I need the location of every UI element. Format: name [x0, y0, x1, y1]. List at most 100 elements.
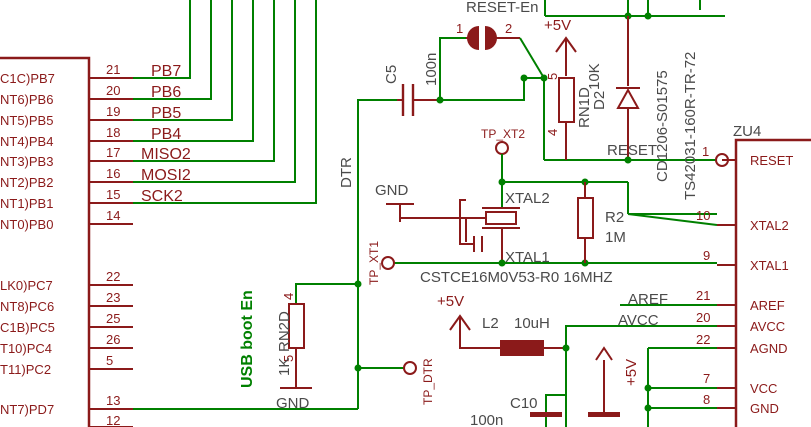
zu4-pin-name: XTAL2: [750, 218, 789, 233]
avcc-net-label: AVCC: [618, 312, 659, 329]
mcu-pin-number: 14: [106, 208, 120, 223]
zu4-pin-number: 8: [703, 392, 710, 407]
mcu-pin-number: 23: [106, 290, 120, 305]
rn1d-pin4: 4: [545, 129, 560, 136]
dtr-net-label: DTR: [338, 157, 355, 188]
zu4-part-b: TS42031-160R-TR-72: [682, 52, 699, 200]
zu4-pin-number: 9: [703, 248, 710, 263]
tp-xt2-label: TP_XT2: [481, 127, 525, 141]
mcu-pin-name: NT4)PB4: [0, 134, 53, 149]
usb-boot-label: USB boot En: [239, 290, 256, 388]
zu4-pin-name: VCC: [750, 381, 777, 396]
mcu-pin-name: NT0)PB0: [0, 217, 53, 232]
zu4-pin-name: XTAL1: [750, 258, 789, 273]
zu4-pin-name: AGND: [750, 341, 788, 356]
mcu-pin-number: 17: [106, 145, 120, 160]
rn1d-name: RN1D: [576, 87, 593, 128]
supply-right: [595, 346, 717, 427]
mcu-pin-number: 26: [106, 332, 120, 347]
mcu-pin-name: C1B)PC5: [0, 320, 55, 335]
mcu-pin-number: 12: [106, 413, 120, 427]
net-label-pb7: PB7: [151, 63, 181, 80]
mcu-pin-number: 25: [106, 311, 120, 326]
rn2d-gnd-label: GND: [276, 395, 310, 412]
mcu-pin-name: NT3)PB3: [0, 154, 53, 169]
net-label-pb4: PB4: [151, 126, 181, 143]
rn2d-pin5: 5: [281, 355, 296, 362]
r2-name: R2: [605, 209, 624, 226]
c10-value: 100n: [470, 412, 503, 427]
r2-value: 1M: [605, 229, 626, 246]
rn2d-value: 1K: [276, 358, 293, 376]
mcu-pin-name: C1C)PB7: [0, 71, 55, 86]
reset-net-label: RESET: [607, 142, 657, 159]
zu4-pin-name: GND: [750, 401, 779, 416]
zu4-name: ZU4: [733, 123, 761, 140]
mcu-pin-name: NT2)PB2: [0, 175, 53, 190]
mcu-pin-name: T10)PC4: [0, 341, 52, 356]
net-label-mosi2: MOSI2: [141, 167, 191, 184]
mcu-pin-number: 19: [106, 104, 120, 119]
rn1d-pin5: 5: [545, 73, 560, 80]
mcu-pin-name: NT5)PB5: [0, 113, 53, 128]
rn1d-value: 10K: [586, 63, 603, 90]
c10-capacitor: [530, 360, 620, 427]
supply-top: [555, 36, 577, 76]
net-label-pb5: PB5: [151, 105, 181, 122]
r2-resistor: [577, 182, 594, 263]
mcu-pin-number: 16: [106, 166, 120, 181]
mcu-pin-name: NT1)PB1: [0, 196, 53, 211]
net-label-pb6: PB6: [151, 84, 181, 101]
zu4-pin-number: 10: [696, 208, 710, 223]
crystal: [386, 178, 717, 267]
l2-supply-label: +5V: [437, 293, 464, 310]
mcu-pin-number: 15: [106, 187, 120, 202]
d2-name: D2: [591, 91, 608, 110]
mcu-pin-number: 21: [106, 62, 120, 77]
jumper-pin1: 1: [456, 21, 463, 36]
zu4-pin-number: 21: [696, 288, 710, 303]
aref-net-label: AREF: [628, 291, 668, 308]
net-label-miso2: MISO2: [141, 146, 191, 163]
c5-name: C5: [383, 65, 400, 84]
mcu-pin-number: 13: [106, 393, 120, 408]
mcu-pin-number: 20: [106, 83, 120, 98]
d2-diode: [616, 16, 640, 160]
tp-xt1: [381, 256, 395, 270]
mcu-left: C1C)PB7 NT6)PB6 NT5)PB5 NT4)PB4 NT3)PB3 …: [0, 56, 133, 427]
crystal-gnd-label: GND: [375, 182, 409, 199]
zu4-pin-number: 1: [702, 144, 709, 159]
pb-bus-wires: [133, 0, 317, 204]
mcu-pin-name: NT8)PC6: [0, 299, 54, 314]
tp-xt1-label: TP_XT1: [367, 241, 381, 285]
zu4-pin-name: AREF: [750, 298, 785, 313]
mcu-pin-number: 22: [106, 269, 120, 284]
mcu-pin-name: T11)PC2: [0, 362, 51, 377]
mcu-pin-name: NT7)PD7: [0, 402, 54, 417]
zu4-pin-number: 20: [696, 310, 710, 325]
zu4-pin-number: 7: [703, 371, 710, 386]
mcu-pin-number: 18: [106, 125, 120, 140]
dtr-net: [133, 37, 525, 410]
l2-name: L2: [482, 315, 499, 332]
l2-inductor: [449, 304, 717, 427]
jumper-pin2: 2: [505, 21, 512, 36]
l2-value: 10uH: [514, 315, 550, 332]
tp-dtr-label: TP_DTR: [421, 358, 435, 405]
reset-jumper-name: RESET-En: [466, 0, 539, 16]
net-label-sck2: SCK2: [141, 188, 183, 205]
zu4-pin-name: RESET: [750, 153, 793, 168]
tp-dtr: [358, 361, 417, 375]
zu4-pin-name: AVCC: [750, 319, 785, 334]
tp-xt2: [495, 141, 509, 182]
rn2d-pin4: 4: [281, 293, 296, 300]
rn1d-resistor: [558, 77, 575, 160]
xtal2-net-label: XTAL2: [505, 190, 550, 207]
zu4-pin-number: 22: [696, 332, 710, 347]
zu4-ic: [627, 138, 811, 427]
mcu-pin-name: NT6)PB6: [0, 92, 53, 107]
xtal1-net-label: XTAL1: [505, 249, 550, 266]
supply-top-label: +5V: [544, 17, 571, 34]
c5-value: 100n: [423, 53, 440, 86]
crystal-part-label: CSTCE16M0V53-R0 16MHZ: [420, 269, 613, 286]
